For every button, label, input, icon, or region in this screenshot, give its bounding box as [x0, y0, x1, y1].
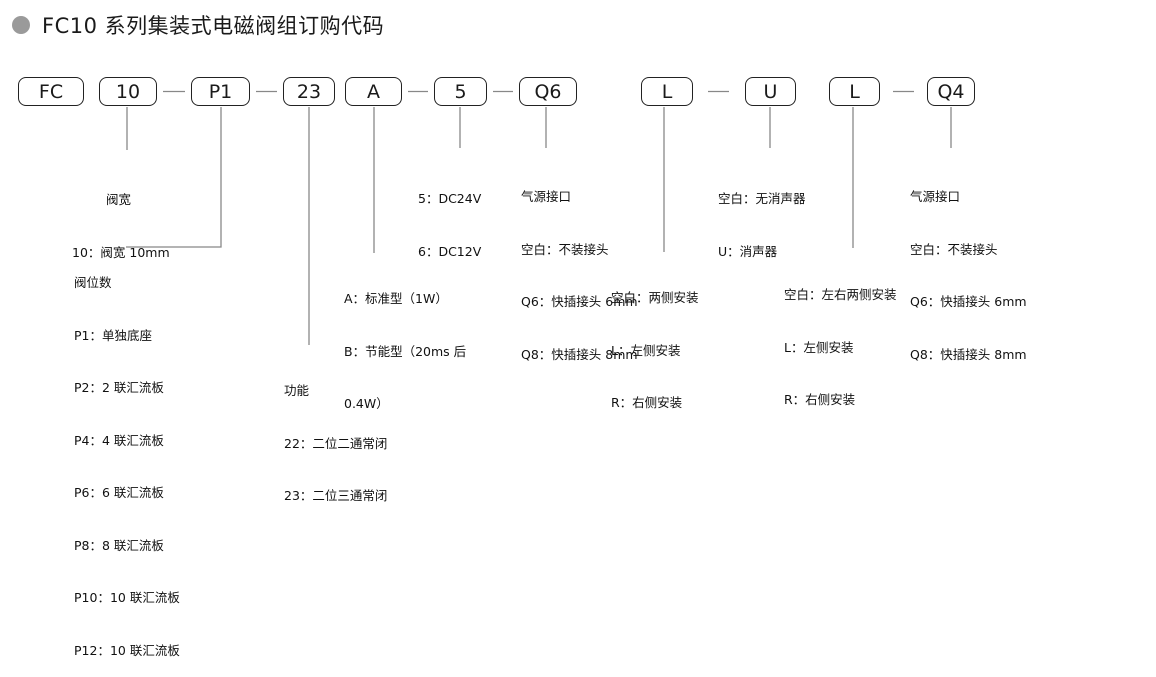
desc-positions-line: P2：2 联汇流板 [74, 380, 164, 395]
leader-positions [126, 107, 222, 248]
desc-silencer-line: U：消声器 [718, 243, 778, 259]
desc-positions-line: P6：6 联汇流板 [74, 485, 164, 500]
desc-silencer-line: 空白：无消声器 [718, 191, 806, 206]
code-box-silencer: U [745, 77, 796, 106]
desc-positions-heading: 阀位数 [74, 275, 112, 290]
desc-install-1-line: 空白：两侧安装 [611, 290, 699, 305]
desc-width: 阀宽 10：阀宽 10mm [72, 156, 170, 279]
desc-air-inlet-1-heading: 气源接口 [521, 189, 572, 204]
desc-install-1-line: R：右侧安装 [611, 395, 683, 410]
code-box-install-2: L [829, 77, 880, 106]
desc-power-line: A：标准型（1W） [344, 291, 448, 306]
desc-install-1: 空白：两侧安装 L：左侧安装 R：右侧安装 [611, 254, 699, 429]
desc-air-inlet-2-line: 空白：不装接头 [910, 241, 998, 257]
code-box-install-1: L [641, 77, 693, 106]
diagram-title: FC10 系列集装式电磁阀组订购代码 [42, 14, 385, 38]
desc-install-2-line: 空白：左右两侧安装 [784, 287, 897, 302]
desc-positions-line: P1：单独底座 [74, 327, 152, 343]
code-box-air-inlet-1: Q6 [519, 77, 577, 106]
code-box-function: 23 [283, 77, 335, 106]
desc-function-line: 23：二位三通常闭 [284, 488, 388, 503]
desc-positions: 阀位数 P1：单独底座 P2：2 联汇流板 P4：4 联汇流板 P6：6 联汇流… [74, 239, 180, 677]
desc-width-line: 10：阀宽 10mm [72, 244, 170, 260]
desc-install-1-line: L：左侧安装 [611, 342, 681, 358]
connector-lines [126, 90, 952, 345]
desc-positions-line: P8：8 联汇流板 [74, 537, 164, 553]
desc-positions-line: P10：10 联汇流板 [74, 590, 180, 605]
desc-air-inlet-2-heading: 气源接口 [910, 189, 961, 204]
desc-air-inlet-2-line: Q8：快插接头 8mm [910, 346, 1027, 362]
desc-air-inlet-1-line: 空白：不装接头 [521, 241, 609, 257]
desc-power-line: B：节能型（20ms 后 [344, 343, 467, 359]
desc-voltage: 5：DC24V 6：DC12V [418, 155, 481, 278]
desc-function-heading: 功能 [284, 383, 310, 398]
desc-power-line: 0.4W） [344, 396, 389, 411]
desc-air-inlet-1-line: Q6：快插接头 6mm [521, 294, 638, 309]
desc-air-inlet-1: 气源接口 空白：不装接头 Q6：快插接头 6mm Q8：快插接头 8mm [521, 153, 638, 381]
code-box-width: 10 [99, 77, 157, 106]
code-box-voltage: 5 [434, 77, 487, 106]
code-box-series: FC [18, 77, 84, 106]
desc-air-inlet-2: 气源接口 空白：不装接头 Q6：快插接头 6mm Q8：快插接头 8mm [910, 153, 1027, 381]
desc-air-inlet-2-line: Q6：快插接头 6mm [910, 294, 1027, 309]
code-box-air-inlet-2: Q4 [927, 77, 975, 106]
bullet-dot-icon [12, 16, 30, 34]
desc-voltage-line: 5：DC24V [418, 191, 482, 206]
desc-function-line: 22：二位二通常闭 [284, 435, 388, 451]
desc-width-heading: 阀宽 [106, 192, 132, 207]
code-box-power: A [345, 77, 402, 106]
desc-power: A：标准型（1W） B：节能型（20ms 后 0.4W） [344, 255, 466, 430]
diagram-heading: FC10 系列集装式电磁阀组订购代码 [12, 8, 384, 42]
desc-silencer: 空白：无消声器 U：消声器 [718, 155, 806, 278]
desc-positions-line: P4：4 联汇流板 [74, 432, 164, 448]
desc-air-inlet-1-line: Q8：快插接头 8mm [521, 346, 638, 362]
desc-install-2-line: L：左侧安装 [784, 339, 854, 355]
desc-voltage-line: 6：DC12V [418, 243, 482, 259]
desc-install-2: 空白：左右两侧安装 L：左侧安装 R：右侧安装 [784, 251, 897, 426]
code-box-positions: P1 [191, 77, 250, 106]
desc-positions-line: P12：10 联汇流板 [74, 642, 180, 658]
desc-install-2-line: R：右侧安装 [784, 392, 856, 407]
